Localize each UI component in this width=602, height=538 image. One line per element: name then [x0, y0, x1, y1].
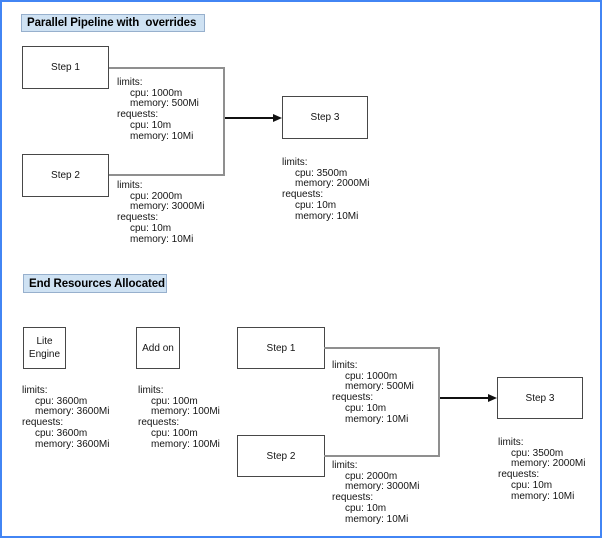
resource-line: memory: 3000Mi	[345, 481, 420, 493]
resource-line: limits:	[22, 385, 48, 396]
resource-line: limits:	[138, 385, 164, 396]
resource-line: cpu: 2000m	[130, 190, 183, 202]
title-end-resources: End Resources Allocated	[23, 274, 167, 293]
resource-line: memory: 10Mi	[345, 513, 409, 525]
resource-line: memory: 3600Mi	[35, 438, 110, 450]
resource-line: memory: 10Mi	[511, 490, 575, 502]
node-parallel-step3: Step 3	[282, 96, 368, 139]
node-end-step1: Step 1	[237, 327, 325, 369]
resource-line: cpu: 1000m	[130, 87, 183, 99]
resource-line: cpu: 10m	[511, 479, 553, 491]
arrow-end-to-step3	[440, 397, 488, 399]
node-parallel-step2: Step 2	[22, 154, 109, 197]
node-label: Step 1	[51, 62, 80, 73]
resource-line: cpu: 2000m	[345, 470, 398, 482]
node-end-step3: Step 3	[497, 377, 583, 419]
resource-line: cpu: 3600m	[35, 427, 88, 439]
resource-line: cpu: 10m	[345, 402, 387, 414]
node-end-add-on: Add on	[136, 327, 180, 369]
resource-line: memory: 10Mi	[130, 233, 194, 245]
connector-parallel-vertical	[223, 67, 225, 176]
resource-line: cpu: 3500m	[511, 447, 564, 459]
resource-line: cpu: 10m	[130, 119, 172, 131]
node-label: Step 2	[266, 450, 296, 462]
node-label: Step 1	[266, 342, 296, 354]
resource-line: memory: 10Mi	[130, 130, 194, 142]
resource-line: cpu: 100m	[151, 427, 198, 439]
resource-line: memory: 100Mi	[151, 438, 220, 450]
resource-line: memory: 500Mi	[345, 381, 414, 393]
resource-line: requests:	[22, 417, 64, 429]
node-label: Step 2	[51, 170, 80, 181]
resource-line: memory: 3600Mi	[35, 406, 110, 418]
node-end-lite-engine: Lite Engine	[23, 327, 66, 369]
resource-line: requests:	[332, 392, 374, 404]
node-label: Step 3	[310, 112, 340, 123]
resource-line: memory: 10Mi	[295, 210, 359, 222]
resource-line: limits:	[332, 360, 358, 371]
arrowhead-end-to-step3-icon	[488, 394, 497, 402]
connector-end-vertical	[438, 347, 440, 457]
resource-line: limits:	[117, 180, 143, 191]
connector-end-step2-horizontal	[324, 455, 439, 457]
node-label: Lite Engine	[28, 336, 61, 360]
resource-line: requests:	[332, 492, 374, 504]
resource-line: requests:	[117, 212, 159, 224]
resource-line: memory: 10Mi	[345, 413, 409, 425]
node-label: Step 3	[525, 392, 555, 404]
node-end-step2: Step 2	[237, 435, 325, 477]
node-label: Add on	[142, 342, 174, 354]
connector-parallel-step2-horizontal	[109, 174, 225, 176]
resource-line: memory: 100Mi	[151, 406, 220, 418]
arrow-parallel-to-step3	[225, 117, 274, 119]
connector-end-step1-horizontal	[324, 347, 440, 349]
resource-line: cpu: 3600m	[35, 395, 88, 407]
resource-line: memory: 500Mi	[130, 98, 199, 110]
resource-line: memory: 2000Mi	[511, 458, 586, 470]
resource-line: requests:	[498, 469, 540, 481]
resource-line: memory: 2000Mi	[295, 178, 370, 190]
resource-line: cpu: 100m	[151, 395, 198, 407]
resource-line: limits:	[282, 157, 308, 168]
resource-line: limits:	[117, 77, 143, 88]
resource-line: cpu: 3500m	[295, 167, 348, 179]
resource-line: requests:	[282, 189, 324, 201]
resource-line: requests:	[117, 109, 159, 121]
resource-line: cpu: 10m	[295, 199, 337, 211]
resource-line: limits:	[498, 437, 524, 448]
resource-line: limits:	[332, 460, 358, 471]
resource-line: cpu: 10m	[130, 222, 172, 234]
resource-line: memory: 3000Mi	[130, 201, 205, 213]
resource-line: cpu: 10m	[345, 502, 387, 514]
resource-line: cpu: 1000m	[345, 370, 398, 382]
resource-line: requests:	[138, 417, 180, 429]
connector-parallel-step1-horizontal	[109, 67, 225, 69]
arrowhead-parallel-to-step3-icon	[273, 114, 282, 122]
title-parallel-pipeline: Parallel Pipeline with overrides	[21, 14, 205, 32]
node-parallel-step1: Step 1	[22, 46, 109, 89]
